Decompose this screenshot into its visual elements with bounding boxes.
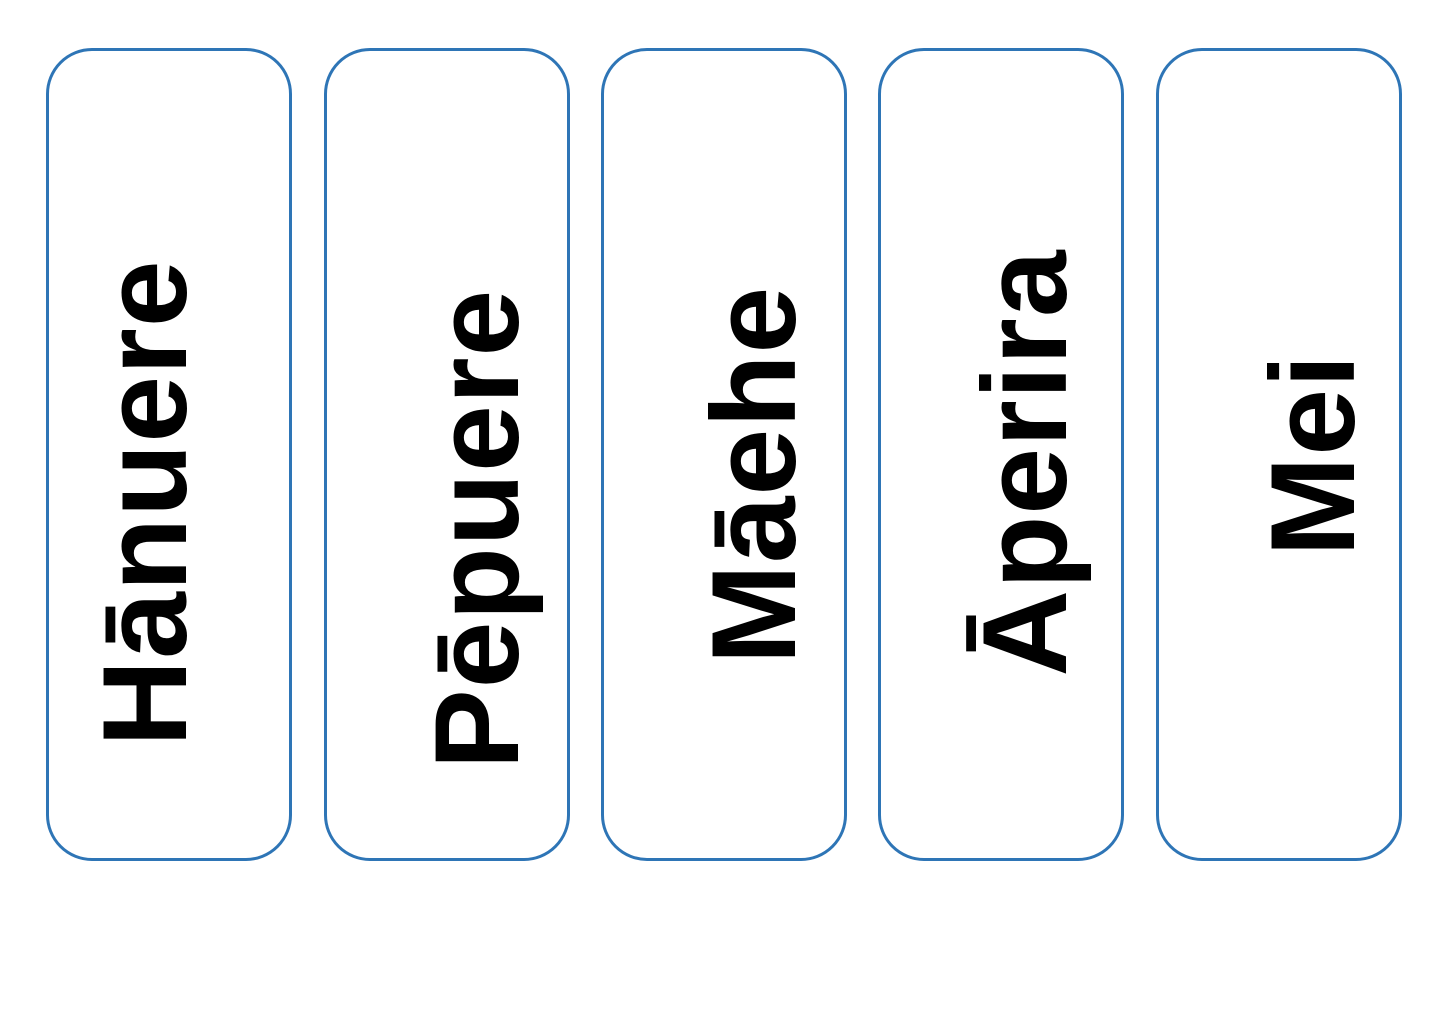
card-pepuere: Pēpuere — [324, 48, 570, 861]
card-label-pepuere: Pēpuere — [410, 288, 544, 769]
card-label-mei: Mei — [1246, 352, 1380, 557]
card-hanuere: Hānuere — [46, 48, 292, 861]
card-label-aperira: Āperira — [958, 248, 1092, 677]
card-mei: Mei — [1156, 48, 1402, 861]
card-maehe: Māehe — [601, 48, 847, 861]
card-label-hanuere: Hānuere — [78, 258, 212, 747]
card-aperira: Āperira — [878, 48, 1124, 861]
card-label-maehe: Māehe — [687, 285, 821, 664]
